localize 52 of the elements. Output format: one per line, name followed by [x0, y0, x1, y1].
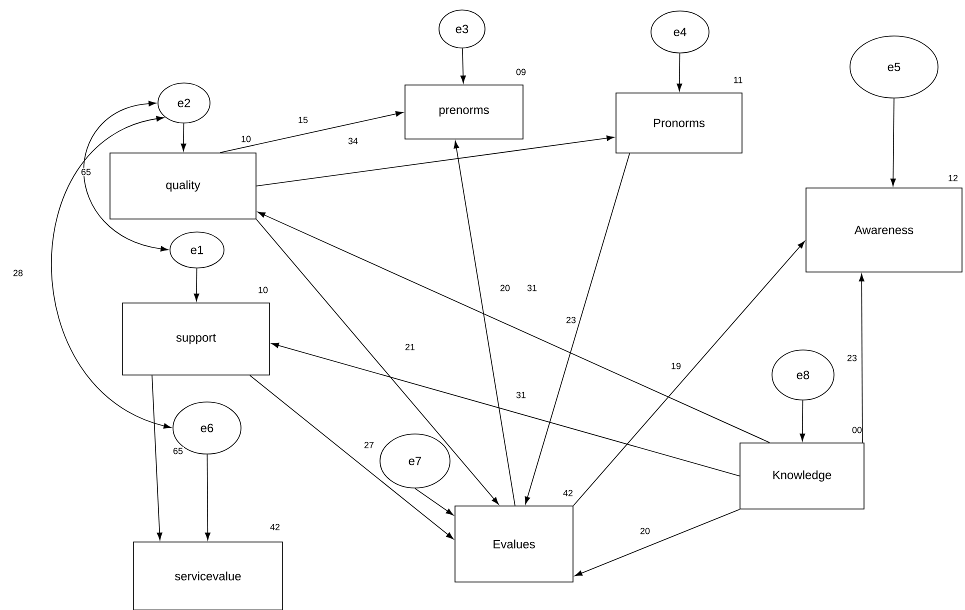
value-label: 42: [563, 490, 573, 496]
edge-label: 19: [670, 362, 682, 370]
arrow: [573, 240, 805, 506]
variable-box: Knowledge: [740, 442, 864, 510]
value-label: 42: [270, 524, 280, 530]
arrow: [83, 100, 168, 252]
arrow: [256, 135, 614, 186]
arrow: [50, 116, 172, 429]
value-label: 00: [852, 426, 862, 434]
arrow: [204, 454, 210, 540]
variable-box: Pronorms: [616, 92, 742, 154]
value-label: 11: [734, 76, 742, 84]
edge-label: 23: [565, 316, 578, 324]
value-label: 12: [948, 174, 958, 182]
value-label: 10: [242, 136, 251, 142]
edge-label: 65: [80, 168, 92, 176]
arrow: [271, 342, 740, 476]
arrow: [194, 268, 200, 302]
arrow: [858, 274, 864, 443]
arrow: [220, 111, 404, 153]
arrow: [180, 123, 186, 152]
variable-box: servicevalue: [133, 542, 283, 610]
edge-label: 34: [347, 136, 359, 146]
edge-label: 65: [172, 446, 184, 456]
arrow: [890, 98, 896, 186]
variable-box: Evalues: [454, 506, 574, 582]
edge-label: 28: [12, 268, 24, 278]
arrow: [258, 212, 770, 443]
edge-label: 27: [363, 440, 376, 450]
variable-box: support: [122, 302, 270, 376]
arrow: [256, 219, 499, 505]
variable-box: prenorms: [404, 84, 524, 140]
edge-label: 31: [515, 390, 528, 400]
edge-label: 15: [297, 116, 309, 124]
arrow: [800, 400, 806, 442]
edge-label: 20: [499, 284, 512, 292]
arrow: [152, 375, 162, 540]
arrow: [460, 48, 466, 84]
edge-label: 21: [404, 342, 416, 352]
arrow: [574, 509, 740, 576]
arrow: [524, 153, 630, 504]
value-label: 10: [258, 286, 268, 294]
value-label: 09: [516, 68, 526, 76]
arrow: [250, 375, 454, 540]
variable-box: Awareness: [806, 188, 962, 272]
variable-box: quality: [110, 152, 256, 220]
arrow: [676, 53, 682, 92]
edge-label: 20: [639, 526, 652, 536]
arrow: [414, 488, 454, 516]
edge-label: 23: [846, 354, 858, 362]
edge-label: 31: [526, 284, 538, 292]
arrow: [454, 140, 516, 506]
